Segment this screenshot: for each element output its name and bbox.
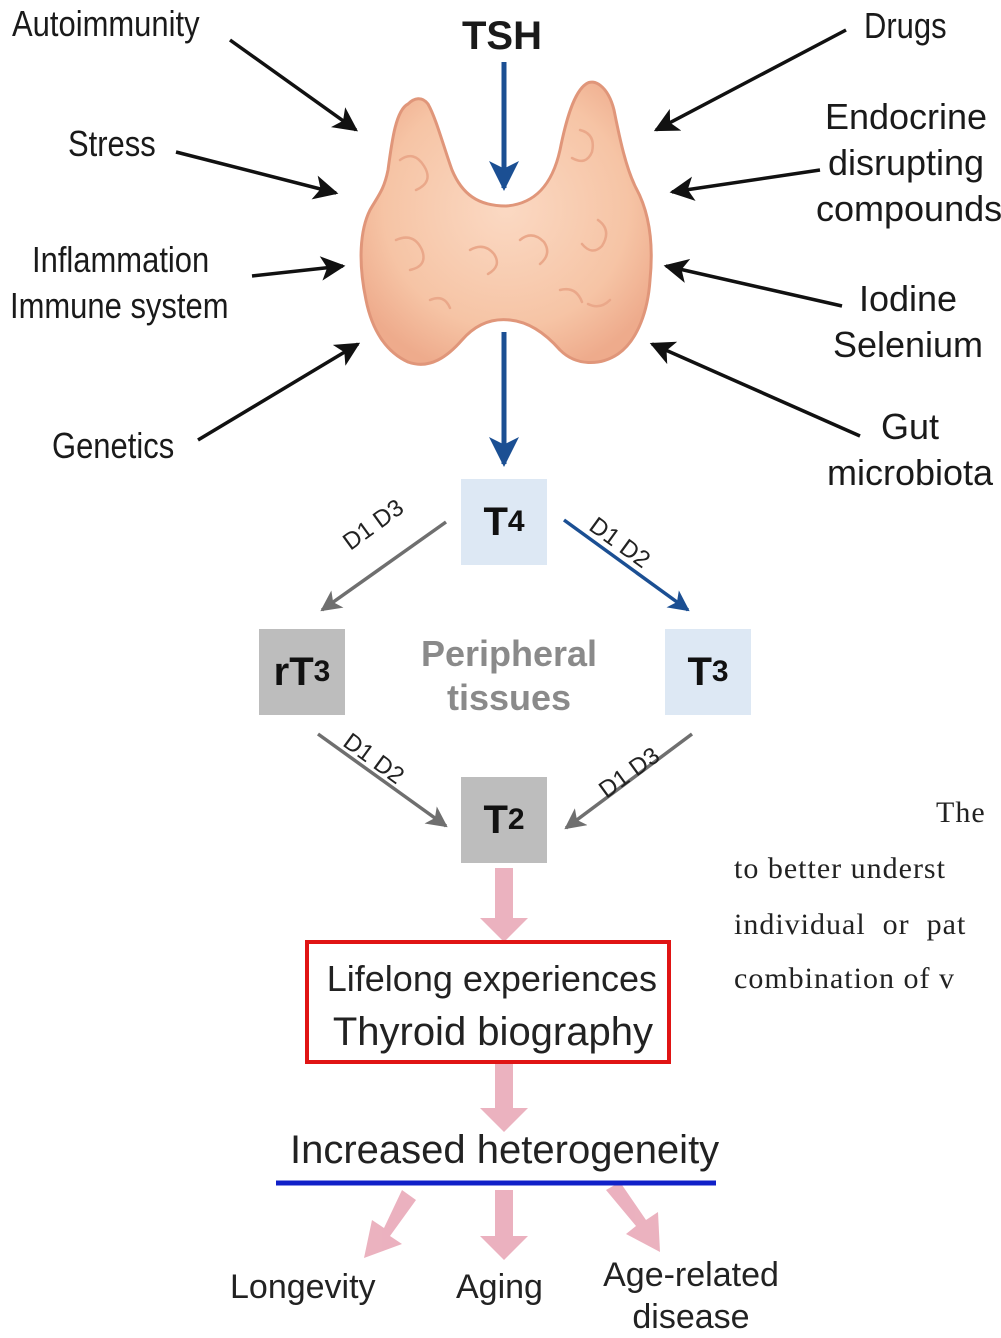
arrow-endocrine bbox=[672, 170, 820, 192]
tsh-label: TSH bbox=[462, 16, 542, 56]
rt3-sub: 3 bbox=[314, 655, 331, 689]
outcome-aging: Aging bbox=[456, 1266, 543, 1308]
peripheral-line2: tissues bbox=[414, 676, 604, 720]
t3-base: T bbox=[687, 650, 711, 695]
pink-arrows bbox=[364, 868, 660, 1260]
partial-text-line4: combination of v bbox=[734, 962, 955, 996]
arrow-iodine bbox=[666, 266, 842, 306]
factor-microbiota: microbiota bbox=[826, 450, 994, 496]
pink-arrow-box-to-heterogeneity bbox=[480, 1062, 528, 1132]
pink-arrow-to-aging bbox=[480, 1190, 528, 1260]
t4-base: T bbox=[483, 500, 507, 545]
pink-arrow-t2-to-box bbox=[480, 868, 528, 942]
factor-immune-system: Immune system bbox=[10, 288, 228, 324]
factor-iodine: Iodine bbox=[826, 276, 990, 322]
partial-text-line2: to better underst bbox=[734, 852, 946, 886]
factor-drugs: Drugs bbox=[864, 8, 947, 44]
lifelong-box: Lifelong experiences Thyroid biography bbox=[305, 940, 671, 1064]
factor-selenium: Selenium bbox=[826, 322, 990, 368]
rt3-base: rT bbox=[274, 650, 314, 695]
outcome-longevity: Longevity bbox=[230, 1266, 376, 1308]
heterogeneity-label: Increased heterogeneity bbox=[290, 1128, 719, 1173]
t3-sub: 3 bbox=[712, 655, 729, 689]
factor-gut-block: Gut microbiota bbox=[826, 404, 994, 496]
factor-autoimmunity: Autoimmunity bbox=[12, 6, 200, 42]
t4-sub: 4 bbox=[508, 505, 525, 539]
outcome-age-related: Age-related bbox=[598, 1254, 784, 1296]
factor-inflammation: Inflammation bbox=[32, 242, 209, 278]
arrow-stress bbox=[176, 152, 336, 193]
t2-base: T bbox=[483, 798, 507, 843]
factor-genetics: Genetics bbox=[52, 428, 174, 464]
thyroid-biography: Thyroid biography bbox=[333, 1010, 653, 1055]
factor-compounds: compounds bbox=[816, 186, 996, 232]
lifelong-experiences: Lifelong experiences bbox=[327, 958, 657, 1000]
arrow-genetics bbox=[198, 344, 358, 440]
outcome-age-related-block: Age-related disease bbox=[598, 1254, 784, 1338]
factor-endocrine-block: Endocrine disrupting compounds bbox=[816, 94, 996, 232]
factor-iodine-block: Iodine Selenium bbox=[826, 276, 990, 368]
outcome-disease: disease bbox=[598, 1296, 784, 1338]
pink-arrow-to-disease bbox=[606, 1182, 660, 1252]
t2-sub: 2 bbox=[508, 803, 525, 837]
arrow-autoimmunity bbox=[230, 40, 356, 130]
arrow-inflammation bbox=[252, 266, 343, 276]
factor-endocrine: Endocrine bbox=[816, 94, 996, 140]
partial-text-line3: individual or pat bbox=[734, 908, 966, 942]
factor-gut: Gut bbox=[826, 404, 994, 450]
partial-text-line1: The bbox=[936, 796, 986, 830]
peripheral-line1: Peripheral bbox=[414, 632, 604, 676]
peripheral-tissues-label: Peripheral tissues bbox=[414, 632, 604, 720]
factor-stress: Stress bbox=[68, 126, 156, 162]
factor-disrupting: disrupting bbox=[816, 140, 996, 186]
pink-arrow-to-longevity bbox=[364, 1190, 416, 1258]
